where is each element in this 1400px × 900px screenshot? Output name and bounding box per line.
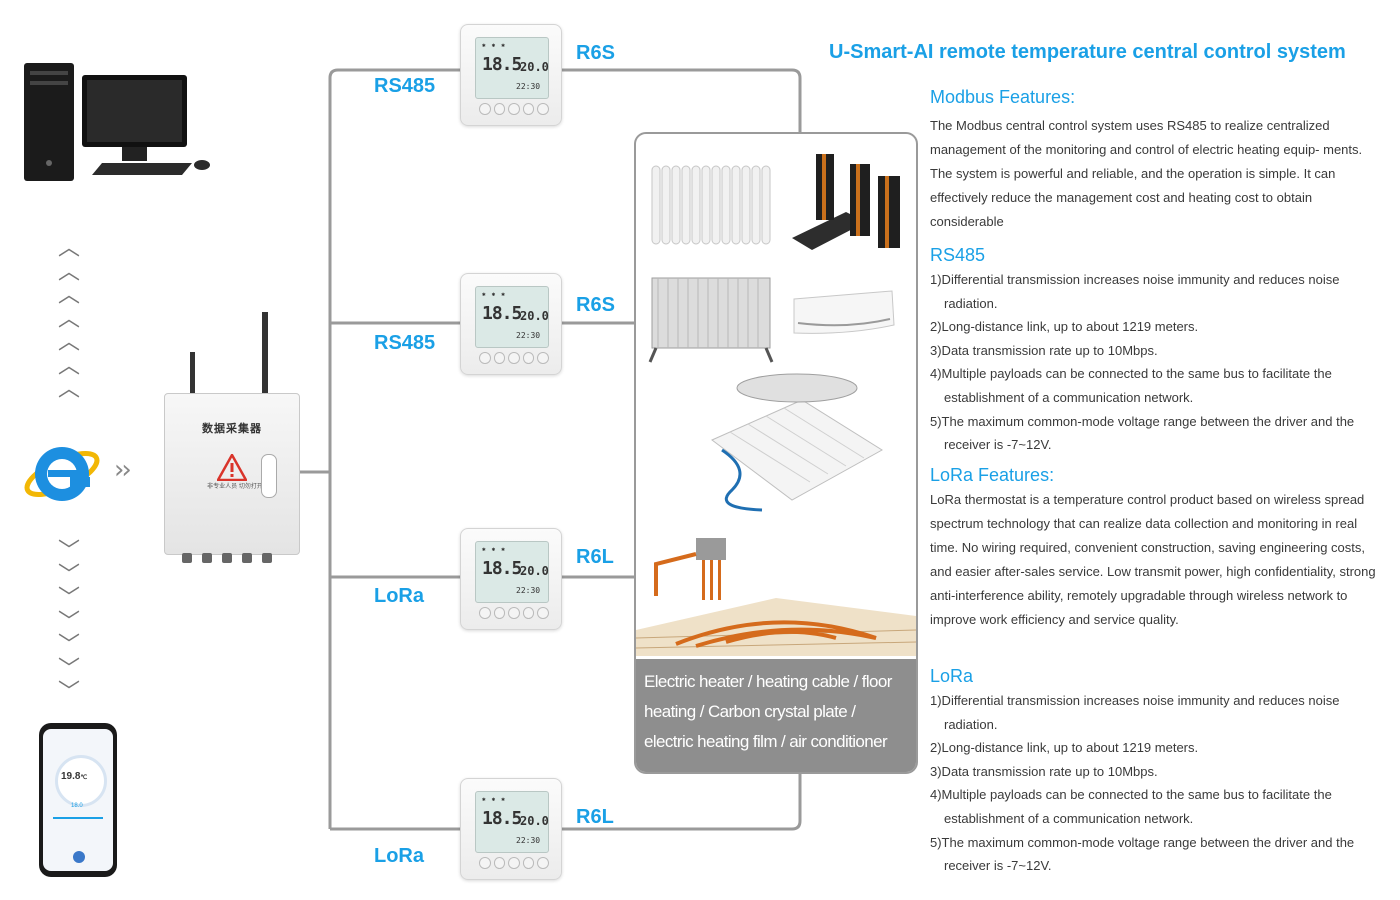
chevron-down-icon: ﹀ xyxy=(57,609,80,635)
list-item: 2)Long-distance link, up to about 1219 m… xyxy=(930,740,1199,756)
power-button-icon xyxy=(73,851,85,863)
list-item: 1)Differential transmission increases no… xyxy=(930,272,1340,311)
floor-heating-icon xyxy=(636,534,916,656)
chevron-down-icon: ﹀ xyxy=(57,633,80,658)
chevron-up-icon: ︿ xyxy=(57,306,80,332)
chevron-down-icon: ﹀ xyxy=(57,680,80,705)
list-item: 2)Long-distance link, up to about 1219 m… xyxy=(930,319,1199,335)
carbon-crystal-plate-icon xyxy=(648,272,778,364)
thermostat-buttons xyxy=(479,857,549,869)
thermostat-screen: ✱✱✱ 18.5 20.0 22:30 xyxy=(475,37,549,99)
page-title: U-Smart-AI remote temperature central co… xyxy=(829,41,1346,63)
chevron-up-icon: ︿ xyxy=(57,377,80,402)
chevron-down-icon: ﹀ xyxy=(57,539,80,564)
warning-icon xyxy=(215,452,249,482)
bus-label-1: RS485 xyxy=(374,75,436,97)
data-collector: 数据采集器 非专业人员 切勿打开 xyxy=(164,393,300,555)
list-item: 3)Data transmission rate up to 10Mbps. xyxy=(930,763,1158,779)
list-item: 5)The maximum common-mode voltage range … xyxy=(930,834,1355,874)
lora-features-heading: LoRa Features: xyxy=(930,465,1055,485)
collector-warning: 非专业人员 切勿打开 xyxy=(207,484,263,490)
upload-arrows: ︿ ︿ ︿ ︿ ︿ ︿ ︿ xyxy=(54,237,84,402)
thermostat-screen: ✱✱✱ 18.5 20.0 22:30 xyxy=(475,541,549,603)
chevron-down-icon: ﹀ xyxy=(57,562,80,588)
phone-dial xyxy=(55,755,107,807)
bus-label-2: RS485 xyxy=(374,332,436,354)
rs485-list: 1)Differential transmission increases no… xyxy=(930,268,1380,457)
radiator-icon xyxy=(650,164,780,246)
collector-label: 数据采集器 xyxy=(202,423,262,435)
desktop-computer-icon xyxy=(22,55,222,185)
thermostat-1: ✱✱✱ 18.5 20.0 22:30 xyxy=(460,24,562,126)
cable-glands xyxy=(182,553,282,563)
thermostat-screen: ✱✱✱ 18.5 20.0 22:30 xyxy=(475,791,549,853)
chevron-down-icon: ﹀ xyxy=(57,656,80,682)
chevron-up-icon: ︿ xyxy=(57,283,80,308)
chevron-down-icon: ﹀ xyxy=(57,586,80,611)
thermostat-buttons xyxy=(479,607,549,619)
rs485-heading: RS485 xyxy=(930,245,986,265)
chevron-up-icon: ︿ xyxy=(57,330,80,355)
phone-slider xyxy=(53,817,103,819)
list-item: 4)Multiple payloads can be connected to … xyxy=(930,787,1332,826)
download-arrows: ﹀ ﹀ ﹀ ﹀ ﹀ ﹀ ﹀ xyxy=(54,540,84,705)
phone-set-temperature: 18.0 xyxy=(71,803,83,809)
model-label-2: R6S xyxy=(576,294,615,316)
lora-heading: LoRa xyxy=(930,666,974,686)
heating-film-icon xyxy=(786,142,908,254)
thermostat-2: ✱✱✱ 18.5 20.0 22:30 xyxy=(460,273,562,375)
collector-antenna-left xyxy=(190,352,195,393)
model-label-1: R6S xyxy=(576,42,615,64)
internet-explorer-icon xyxy=(22,436,102,510)
collector-antenna-right xyxy=(262,312,268,393)
list-item: 3)Data transmission rate up to 10Mbps. xyxy=(930,342,1158,358)
air-conditioner-icon xyxy=(788,289,898,341)
chevron-up-icon: ︿ xyxy=(57,236,80,261)
lora-list: 1)Differential transmission increases no… xyxy=(930,689,1380,878)
lock-handle xyxy=(261,454,277,498)
thermostat-screen: ✱✱✱ 18.5 20.0 22:30 xyxy=(475,286,549,348)
chevron-right-icon: ›› xyxy=(114,455,132,485)
list-item: 1)Differential transmission increases no… xyxy=(930,693,1340,732)
thermostat-4: ✱✱✱ 18.5 20.0 22:30 xyxy=(460,778,562,880)
appliances-caption: Electric heater / heating cable / floor … xyxy=(636,659,916,772)
heating-appliances-panel: Electric heater / heating cable / floor … xyxy=(634,132,918,774)
chevron-up-icon: ︿ xyxy=(57,259,80,285)
bus-label-4: LoRa xyxy=(374,845,424,867)
model-label-3: R6L xyxy=(576,546,614,568)
heating-cable-icon xyxy=(692,370,892,516)
list-item: 5)The maximum common-mode voltage range … xyxy=(930,413,1355,453)
modbus-text: The Modbus central control system uses R… xyxy=(930,118,1363,229)
model-label-4: R6L xyxy=(576,806,614,828)
thermostat-buttons xyxy=(479,103,549,115)
bus-label-3: LoRa xyxy=(374,585,424,607)
modbus-heading: Modbus Features: xyxy=(930,87,1076,107)
lora-features-text: LoRa thermostat is a temperature control… xyxy=(930,492,1376,627)
list-item: 4)Multiple payloads can be connected to … xyxy=(930,366,1332,405)
thermostat-buttons xyxy=(479,352,549,364)
chevron-up-icon: ︿ xyxy=(57,353,80,379)
smartphone: 19.8℃ 18.0 xyxy=(39,723,117,877)
thermostat-3: ✱✱✱ 18.5 20.0 22:30 xyxy=(460,528,562,630)
phone-temperature: 19.8 xyxy=(61,771,81,782)
